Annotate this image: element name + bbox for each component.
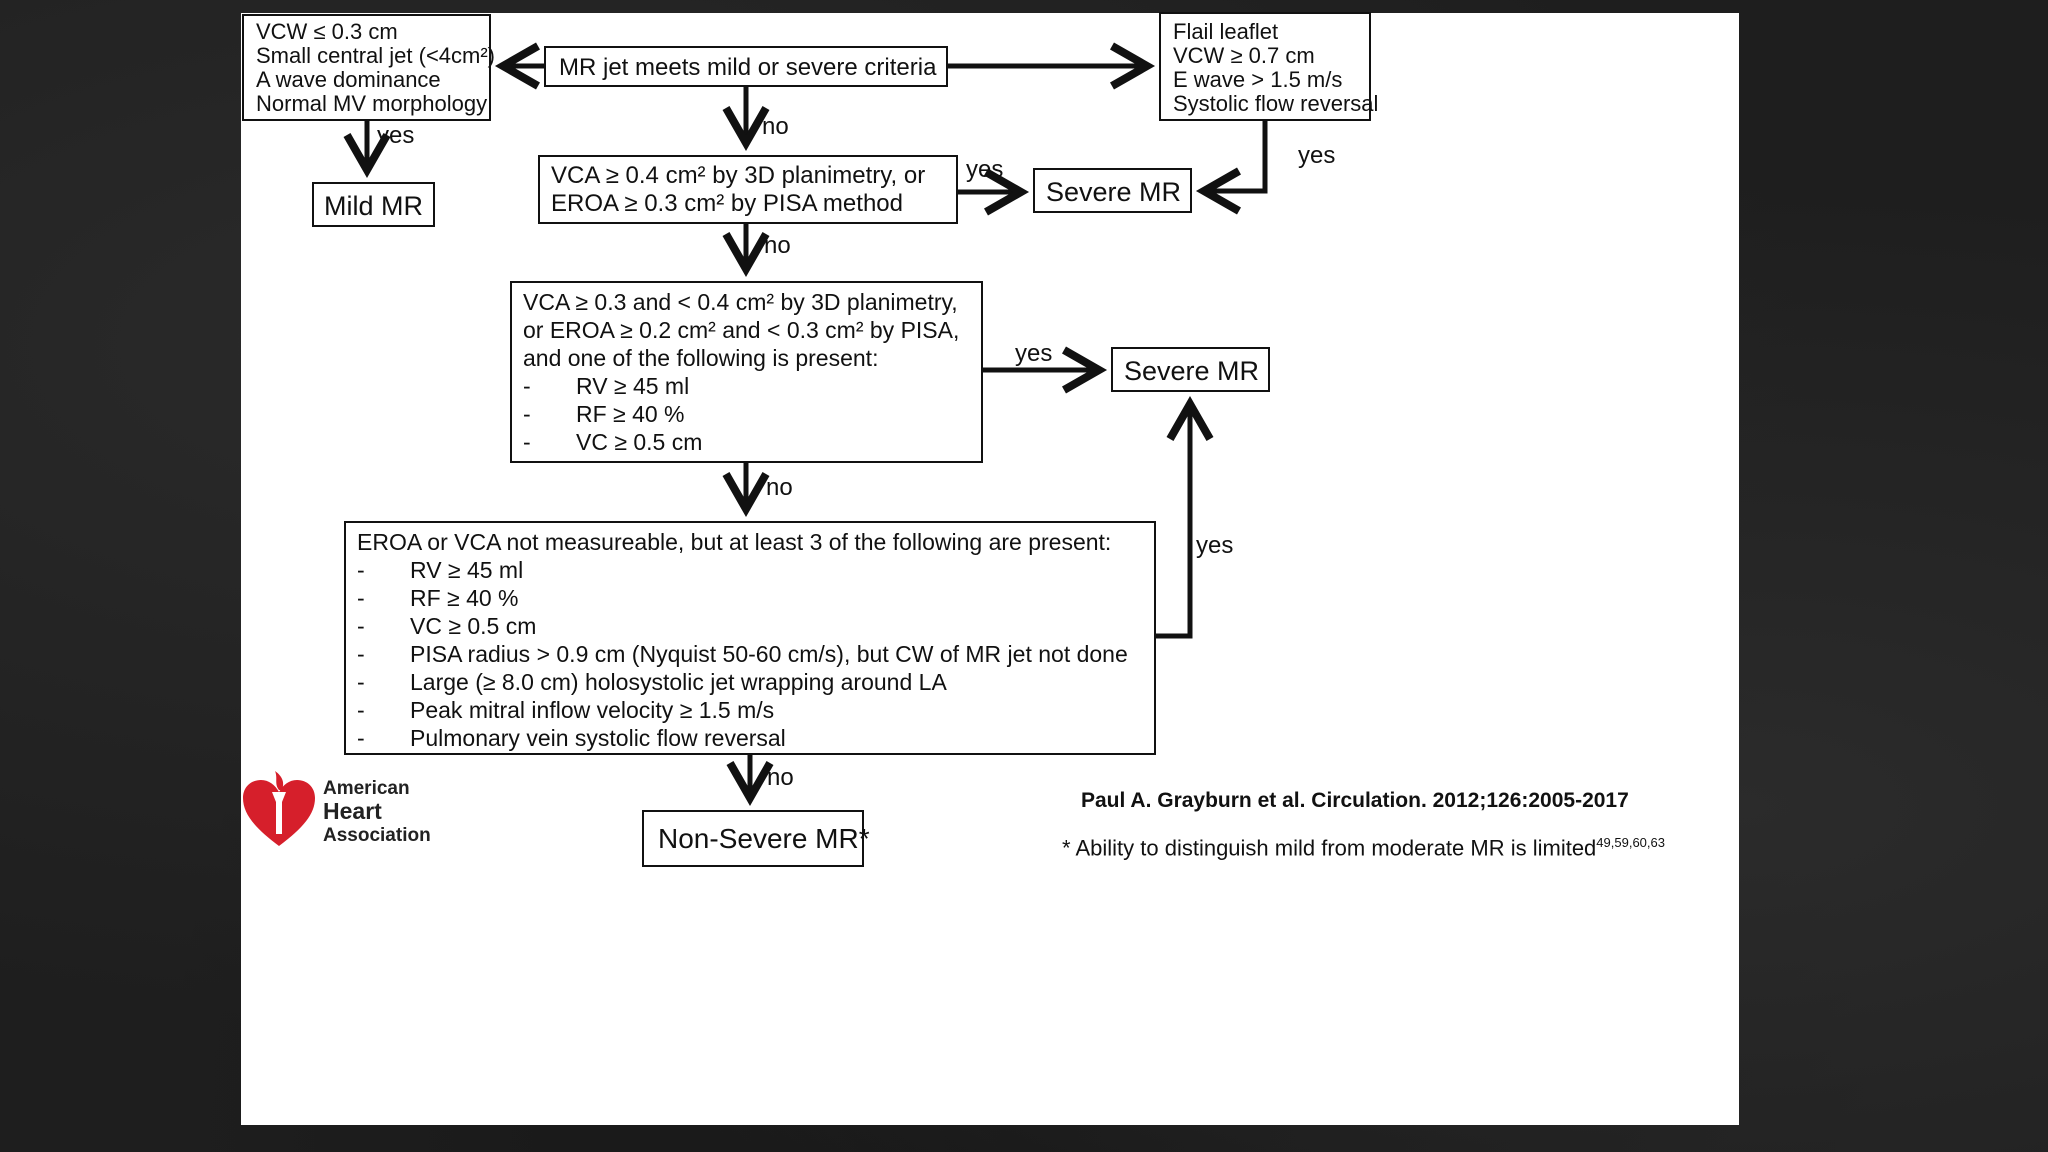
arrow-severe-criteria-to-severe-mr: [1195, 121, 1268, 215]
label-yes-step4: yes: [1196, 532, 1234, 559]
step4-list-item: - RV ≥ 45 ml: [357, 556, 1154, 584]
bullet-dash: -: [523, 401, 531, 427]
step4-box: EROA or VCA not measureable, but at leas…: [344, 521, 1156, 755]
arrow-step4-to-severe-mr: [1156, 395, 1214, 639]
logo-line-association: Association: [323, 825, 431, 846]
heart-torch-icon: [243, 771, 315, 846]
step4-list-item: - Pulmonary vein systolic flow reversal: [357, 724, 1154, 752]
step2-box: VCA ≥ 0.4 cm² by 3D planimetry, or EROA …: [538, 155, 958, 224]
step4-list-item: - RF ≥ 40 %: [357, 584, 1154, 612]
step4-item-text: Large (≥ 8.0 cm) holosystolic jet wrappi…: [410, 669, 947, 695]
mild-criteria-line: VCW ≤ 0.3 cm: [256, 19, 398, 44]
step3-list-item: - RV ≥ 45 ml: [523, 372, 981, 400]
step3-item-text: RF ≥ 40 %: [576, 401, 685, 427]
step4-item-text: RV ≥ 45 ml: [410, 557, 524, 583]
step3-line: and one of the following is present:: [523, 345, 879, 371]
flow-arrows: [343, 42, 1268, 807]
step3-line: VCA ≥ 0.3 and < 0.4 cm² by 3D planimetry…: [523, 289, 958, 315]
bullet-dash: -: [357, 641, 365, 667]
bullet-dash: -: [523, 429, 531, 455]
mild-criteria-line: Small central jet (<4cm²): [256, 43, 496, 68]
step3-box: VCA ≥ 0.3 and < 0.4 cm² by 3D planimetry…: [510, 281, 983, 463]
step3-item-text: VC ≥ 0.5 cm: [576, 429, 703, 455]
step3-line: or EROA ≥ 0.2 cm² and < 0.3 cm² by PISA,: [523, 317, 960, 343]
step4-item-text: Peak mitral inflow velocity ≥ 1.5 m/s: [410, 697, 775, 723]
footnote: * Ability to distinguish mild from moder…: [1062, 835, 1665, 861]
non-severe-mr-text: Non-Severe MR*: [658, 823, 870, 854]
bullet-dash: -: [523, 373, 531, 399]
bullet-dash: -: [357, 557, 365, 583]
severe-mr-text-2: Severe MR: [1124, 356, 1260, 386]
bullet-dash: -: [357, 613, 365, 639]
step4-list-item: - PISA radius > 0.9 cm (Nyquist 50-60 cm/…: [357, 640, 1154, 668]
step4-item-text: Pulmonary vein systolic flow reversal: [410, 725, 786, 751]
bullet-dash: -: [357, 697, 365, 723]
step4-list-item: - VC ≥ 0.5 cm: [357, 612, 1154, 640]
logo-line-american: American: [323, 778, 410, 799]
severe-criteria-line: Flail leaflet: [1173, 19, 1279, 44]
step4-list-item: - Peak mitral inflow velocity ≥ 1.5 m/s: [357, 696, 1154, 724]
footnote-refs: 49,59,60,63: [1596, 835, 1665, 850]
mild-criteria-line: A wave dominance: [256, 67, 441, 92]
severe-mr-box-1: Severe MR: [1033, 168, 1192, 213]
severe-criteria-line: E wave > 1.5 m/s: [1173, 67, 1343, 92]
mild-mr-box: Mild MR: [312, 182, 435, 227]
aha-logo: American Heart Association: [241, 768, 441, 848]
step3-list-item: - RF ≥ 40 %: [523, 400, 981, 428]
severe-criteria-line: Systolic flow reversal: [1173, 91, 1379, 116]
severe-mr-box-2: Severe MR: [1111, 347, 1270, 392]
step4-item-text: PISA radius > 0.9 cm (Nyquist 50-60 cm/s…: [410, 641, 1128, 667]
slide-canvas: VCW ≤ 0.3 cm Small central jet (<4cm²) A…: [241, 12, 1739, 1125]
footnote-text: * Ability to distinguish mild from moder…: [1062, 835, 1597, 861]
severe-criteria-box: Flail leaflet VCW ≥ 0.7 cm E wave > 1.5 …: [1159, 12, 1379, 121]
step2-line: VCA ≥ 0.4 cm² by 3D planimetry, or: [551, 162, 926, 189]
step2-line: EROA ≥ 0.3 cm² by PISA method: [551, 190, 903, 217]
bullet-dash: -: [357, 585, 365, 611]
start-box-text: MR jet meets mild or severe criteria: [559, 54, 937, 81]
step3-list-item: - VC ≥ 0.5 cm: [523, 428, 981, 456]
step4-item-text: RF ≥ 40 %: [410, 585, 519, 611]
step4-intro: EROA or VCA not measureable, but at leas…: [357, 529, 1112, 555]
step4-list-item: - Large (≥ 8.0 cm) holosystolic jet wrapp…: [357, 668, 1154, 696]
severe-criteria-line: VCW ≥ 0.7 cm: [1173, 43, 1315, 68]
bullet-dash: -: [357, 669, 365, 695]
label-yes-severe-criteria: yes: [1298, 142, 1336, 169]
bullet-dash: -: [357, 725, 365, 751]
mild-criteria-box: VCW ≤ 0.3 cm Small central jet (<4cm²) A…: [242, 14, 496, 121]
severe-mr-text-1: Severe MR: [1046, 177, 1182, 207]
label-no-3: no: [766, 474, 793, 501]
label-yes-step3: yes: [1015, 340, 1053, 367]
logo-line-heart: Heart: [323, 798, 382, 824]
start-box: MR jet meets mild or severe criteria: [544, 46, 948, 87]
step4-item-text: VC ≥ 0.5 cm: [410, 613, 537, 639]
citation: Paul A. Grayburn et al. Circulation. 201…: [1081, 789, 1629, 812]
mild-criteria-line: Normal MV morphology: [256, 91, 488, 116]
non-severe-mr-box: Non-Severe MR*: [642, 810, 870, 867]
mild-mr-text: Mild MR: [324, 191, 423, 221]
step3-item-text: RV ≥ 45 ml: [576, 373, 690, 399]
